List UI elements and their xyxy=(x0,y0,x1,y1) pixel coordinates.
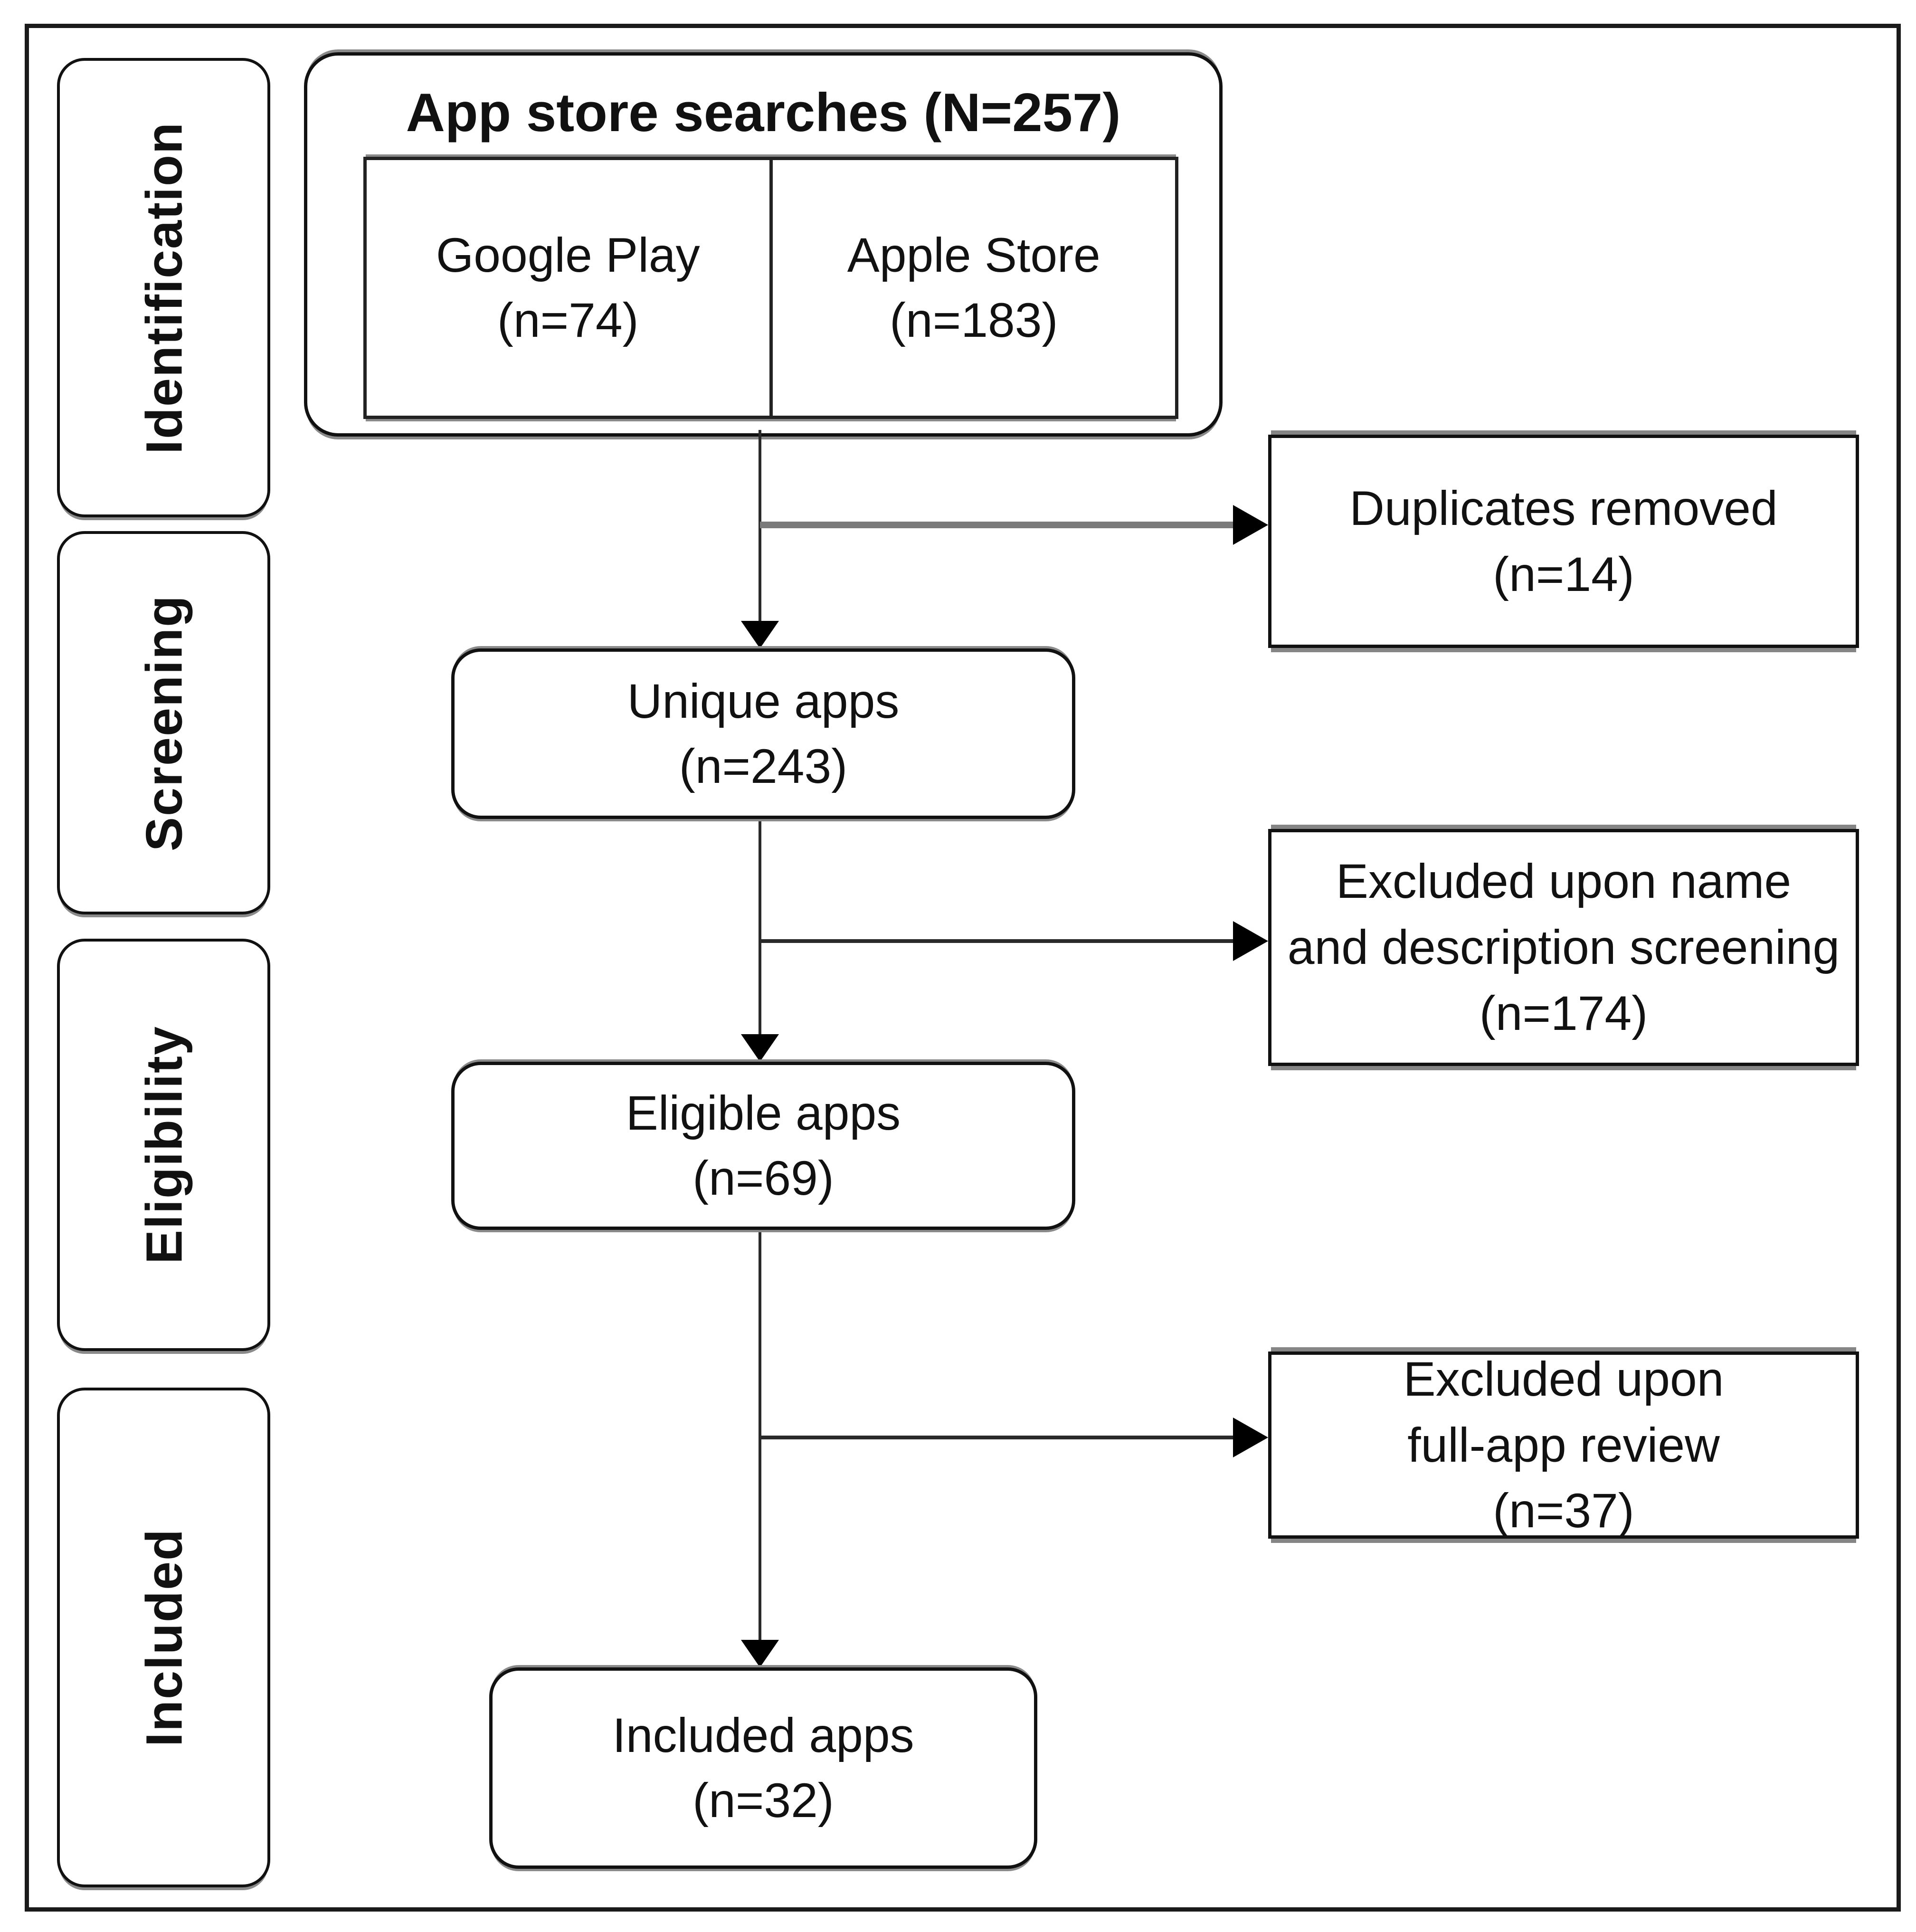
stage-label-screening: Screening xyxy=(135,594,192,851)
excluded-screening-line1: Excluded upon name xyxy=(1336,854,1792,909)
branch-line-excluded-full-app xyxy=(760,1436,1233,1439)
stage-box-included: Included xyxy=(57,1388,270,1887)
unique-apps-count: (n=243) xyxy=(679,739,848,793)
source-name: Apple Store xyxy=(847,228,1100,283)
connector-eligible-to-included xyxy=(759,1223,761,1641)
unique-apps-label: Unique apps xyxy=(627,674,900,728)
branch-line-duplicates xyxy=(760,522,1233,528)
stage-label-identification: Identification xyxy=(135,121,192,454)
excluded-full-app-line2: full-app review xyxy=(1407,1418,1720,1472)
search-sources-table: Google Play (n=74) Apple Store (n=183) xyxy=(363,157,1178,419)
excluded-full-app-line1: Excluded upon xyxy=(1403,1351,1724,1406)
arrowhead-into-included xyxy=(741,1640,779,1667)
duplicates-removed-line: Duplicates removed xyxy=(1349,481,1778,535)
excluded-full-app-box: Excluded upon full-app review (n=37) xyxy=(1268,1351,1859,1539)
stage-box-identification: Identification xyxy=(57,58,270,517)
stage-box-eligibility: Eligibility xyxy=(57,939,270,1351)
source-name: Google Play xyxy=(436,228,700,283)
arrowhead-into-unique xyxy=(741,621,779,648)
eligible-apps-count: (n=69) xyxy=(692,1151,834,1205)
app-store-searches-box: App store searches (N=257) Google Play (… xyxy=(304,52,1223,437)
stage-label-eligibility: Eligibility xyxy=(135,1025,192,1265)
duplicates-removed-box: Duplicates removed (n=14) xyxy=(1268,435,1859,648)
source-cell-apple-store: Apple Store (n=183) xyxy=(769,160,1176,416)
included-apps-count: (n=32) xyxy=(692,1773,834,1827)
source-cell-google-play: Google Play (n=74) xyxy=(367,160,769,416)
unique-apps-box: Unique apps (n=243) xyxy=(451,648,1075,819)
source-count: (n=183) xyxy=(890,293,1058,347)
included-apps-box: Included apps (n=32) xyxy=(489,1667,1037,1869)
app-store-searches-title: App store searches (N=257) xyxy=(406,83,1121,143)
excluded-full-app-count: (n=37) xyxy=(1493,1484,1634,1538)
connector-unique-to-eligible xyxy=(759,812,761,1037)
arrowhead-into-excluded-screening xyxy=(1233,921,1268,961)
eligible-apps-box: Eligible apps (n=69) xyxy=(451,1062,1075,1230)
source-count: (n=74) xyxy=(497,293,639,347)
arrowhead-into-duplicates xyxy=(1233,505,1268,545)
arrowhead-into-excluded-full-app xyxy=(1233,1418,1268,1457)
included-apps-label: Included apps xyxy=(612,1708,914,1763)
stage-label-included: Included xyxy=(135,1528,192,1747)
stage-box-screening: Screening xyxy=(57,531,270,914)
excluded-screening-line2: and description screening xyxy=(1287,920,1840,975)
eligible-apps-label: Eligible apps xyxy=(626,1086,901,1141)
arrowhead-into-eligible xyxy=(741,1034,779,1062)
excluded-screening-box: Excluded upon name and description scree… xyxy=(1268,829,1859,1066)
branch-line-excluded-screening xyxy=(760,939,1233,943)
excluded-screening-count: (n=174) xyxy=(1479,986,1648,1040)
duplicates-removed-count: (n=14) xyxy=(1493,547,1634,601)
